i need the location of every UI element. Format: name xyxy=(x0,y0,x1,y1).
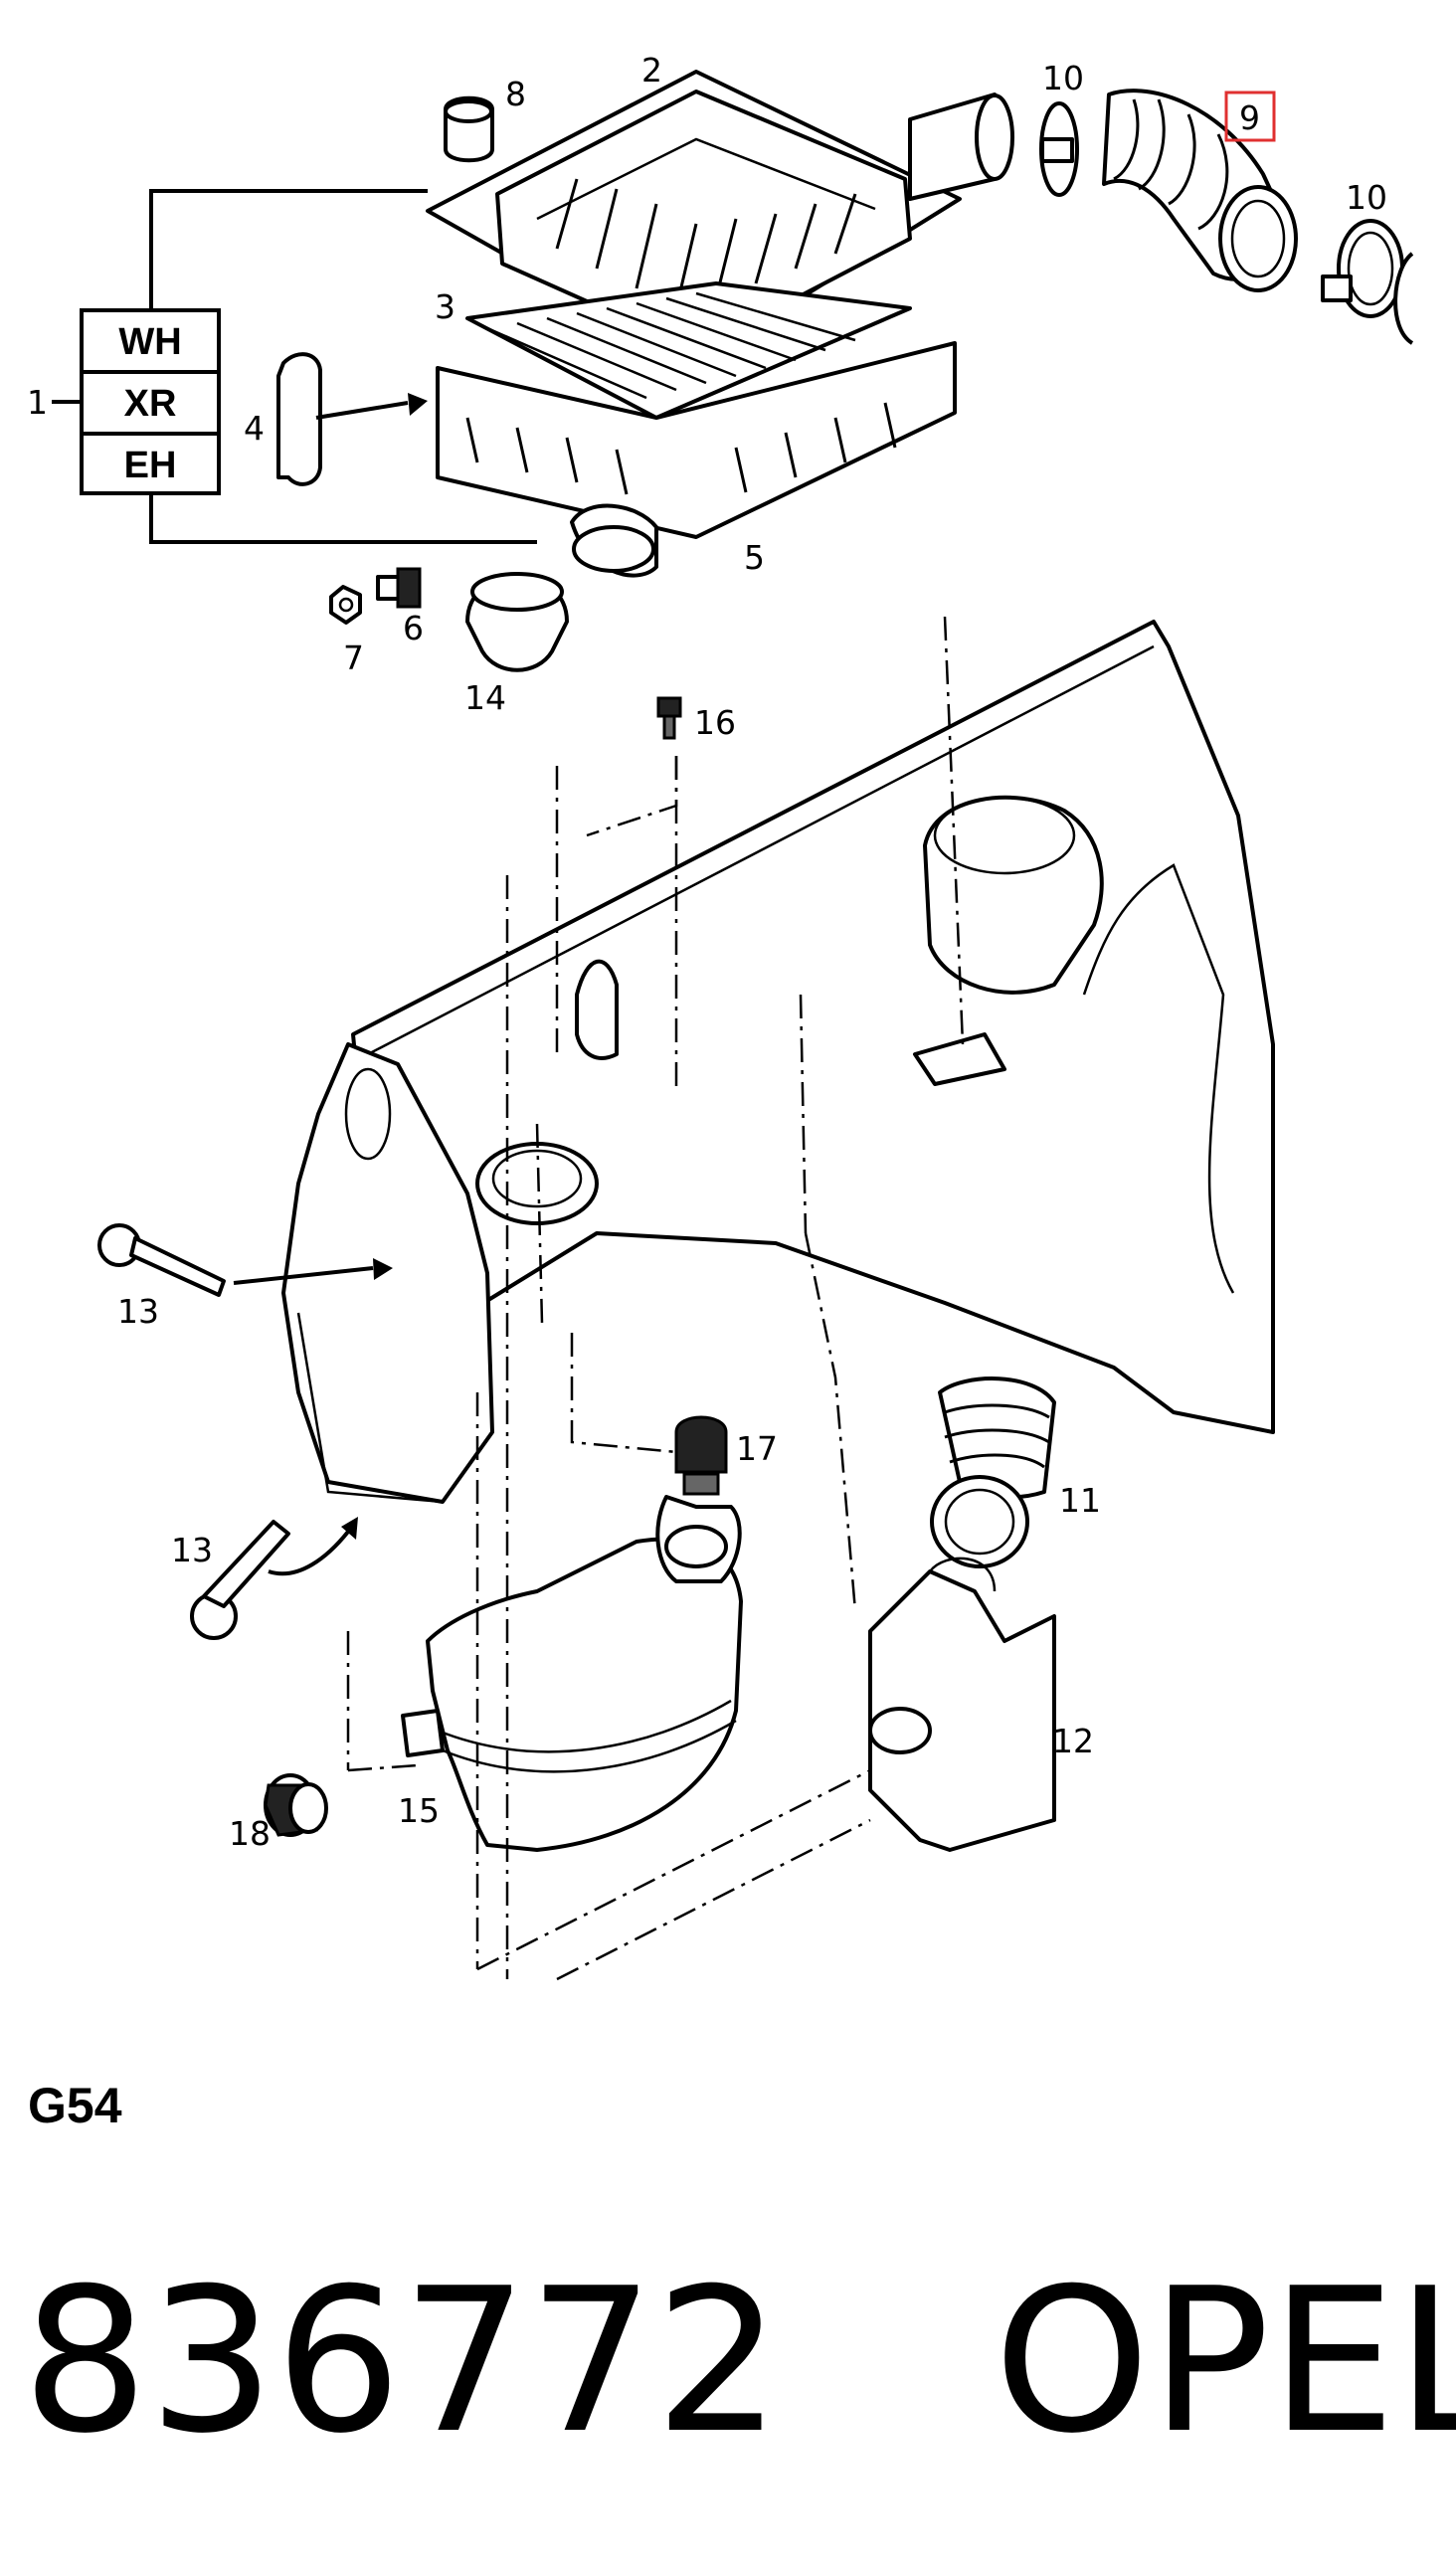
callout-4: 4 xyxy=(244,409,265,448)
grommet xyxy=(444,95,494,163)
hose-clamp-upper xyxy=(1039,101,1079,197)
footer: 836772 OPEL xyxy=(22,2243,1456,2481)
callout-3: 3 xyxy=(435,287,455,326)
duct-stub xyxy=(1393,252,1414,345)
callout-13-lower: 13 xyxy=(171,1531,213,1569)
retaining-clip xyxy=(276,352,428,486)
callout-9: 9 xyxy=(1239,98,1260,137)
side-bracket xyxy=(281,1042,494,1504)
air-filter-lid xyxy=(426,70,1014,365)
callout-18: 18 xyxy=(229,1814,271,1853)
figure-code: G54 xyxy=(28,2078,122,2133)
stud xyxy=(376,567,422,609)
screw-16 xyxy=(656,696,682,740)
callout-1: 1 xyxy=(27,383,48,422)
screw-13-upper xyxy=(97,1223,393,1297)
screw-13-lower xyxy=(190,1517,358,1640)
rubber-boot-11 xyxy=(930,1376,1056,1568)
callout-17: 17 xyxy=(736,1429,778,1468)
variant-eh: EH xyxy=(124,445,177,486)
variant-box: WH XR EH xyxy=(52,189,537,544)
nut xyxy=(329,585,362,625)
grommet-18 xyxy=(264,1773,328,1837)
hose-clamp-lower xyxy=(1321,219,1404,318)
callout-12: 12 xyxy=(1052,1722,1094,1760)
callout-8: 8 xyxy=(505,75,526,113)
callout-10-upper: 10 xyxy=(1042,59,1084,97)
callout-labels: 1 2 3 4 5 6 7 8 9 10 10 11 12 13 13 14 1… xyxy=(27,51,1387,1853)
variant-wh: WH xyxy=(118,321,181,363)
intake-hose xyxy=(1102,89,1298,292)
washer-reservoir xyxy=(401,1495,743,1852)
callout-2: 2 xyxy=(641,51,662,90)
brand-name: OPEL xyxy=(994,2246,1456,2477)
callout-16: 16 xyxy=(694,703,736,742)
air-filter-housing xyxy=(436,341,957,578)
variant-xr: XR xyxy=(124,383,177,425)
callout-7: 7 xyxy=(343,639,364,677)
seal-ring xyxy=(465,572,569,672)
callout-9-highlight xyxy=(1224,91,1276,142)
leader-lines xyxy=(346,616,965,1981)
callout-10-lower: 10 xyxy=(1346,178,1387,217)
mounting-bracket xyxy=(868,1557,1056,1852)
exploded-parts-diagram: WH XR EH xyxy=(27,51,1414,1981)
body-panel xyxy=(351,620,1275,1434)
rubber-boot-17 xyxy=(674,1415,728,1496)
part-number: 836772 xyxy=(22,2246,782,2477)
callout-5: 5 xyxy=(744,538,765,577)
callout-13-upper: 13 xyxy=(117,1292,159,1331)
callout-6: 6 xyxy=(403,609,424,647)
callout-11: 11 xyxy=(1059,1481,1101,1520)
callout-14: 14 xyxy=(464,678,506,717)
callout-15: 15 xyxy=(398,1791,440,1830)
filter-element xyxy=(465,281,912,420)
